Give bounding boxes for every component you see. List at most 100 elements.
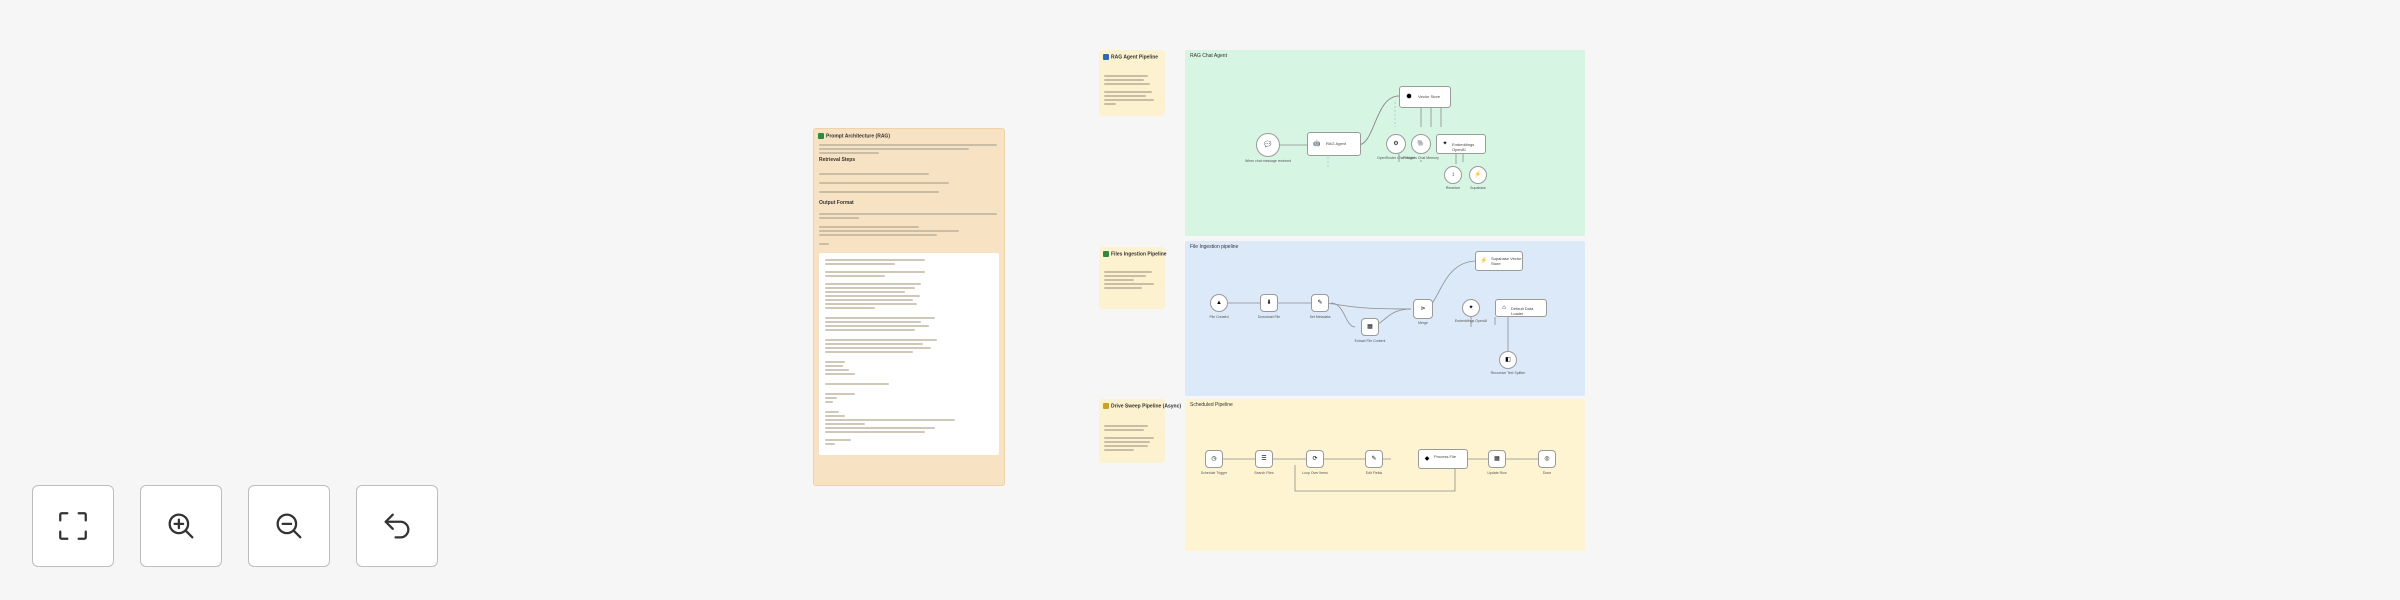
ingestion-pipeline-note[interactable]: Files Ingestion Pipeline <box>1099 247 1167 309</box>
node-label: Download File <box>1257 315 1281 319</box>
reranker-node[interactable]: ↕ <box>1444 166 1462 184</box>
fit-view-icon <box>59 512 87 540</box>
undo-button[interactable] <box>356 485 438 567</box>
update-row-node[interactable]: ▦ <box>1488 450 1506 468</box>
zoom-in-icon <box>168 513 194 539</box>
node-label: Embeddings OpenAI <box>1454 319 1488 323</box>
loop-items-node[interactable]: ⟳ <box>1306 450 1324 468</box>
note-section-heading: Output Format <box>819 200 854 206</box>
edit-fields-node[interactable]: ✎ <box>1365 450 1383 468</box>
done-icon: ◎ <box>1544 456 1550 462</box>
node-label: Done <box>1542 471 1552 475</box>
download-icon: ⬇ <box>1266 300 1272 306</box>
drive-sweep-note[interactable]: Drive Sweep Pipeline (Async) <box>1099 399 1181 463</box>
green-square-icon <box>818 133 824 139</box>
ingest-embeddings-node[interactable]: ✦ <box>1462 299 1480 317</box>
node-label: Recursive Text Splitter <box>1490 371 1526 375</box>
schedule-trigger-node[interactable]: ◷ <box>1205 450 1223 468</box>
done-node[interactable]: ◎ <box>1538 450 1556 468</box>
node-label: RAG Agent <box>1326 141 1347 146</box>
label-note-title-text: Files Ingestion Pipeline <box>1111 251 1167 258</box>
list-icon: ☰ <box>1261 456 1267 462</box>
node-label: Supabase Vector Store <box>1491 256 1522 266</box>
process-icon: ◆ <box>1424 456 1430 462</box>
chat-memory-node[interactable]: 🐘 <box>1411 134 1431 154</box>
model-icon: ⚙ <box>1393 141 1399 147</box>
node-label: When chat message received <box>1244 159 1292 163</box>
supabase-node[interactable]: ⚡ <box>1469 166 1487 184</box>
loop-icon: ⟳ <box>1312 456 1318 462</box>
group-title: File Ingestion pipeline <box>1190 244 1239 250</box>
download-file-node[interactable]: ⬇ <box>1260 294 1278 312</box>
group-scheduled-pipeline[interactable]: Scheduled Pipeline ◷ Schedule Trigger ☰ … <box>1185 399 1585 551</box>
label-note-title-text: RAG Agent Pipeline <box>1111 54 1159 61</box>
edit-icon: ✎ <box>1371 456 1377 462</box>
node-label: Process File <box>1434 454 1457 459</box>
vector-store-icon: ⬢ <box>1406 94 1412 100</box>
node-label: Supabase <box>1470 186 1486 190</box>
note-section-heading: Retrieval Steps <box>819 157 856 163</box>
reranker-icon: ↕ <box>1451 172 1455 178</box>
prompt-code-block <box>819 253 999 455</box>
edit-icon: ✎ <box>1317 300 1323 306</box>
zoom-in-button[interactable] <box>140 485 222 567</box>
yellow-square-icon <box>1103 403 1109 409</box>
vector-store-node[interactable]: ⬢ Vector Store <box>1399 86 1451 108</box>
text-splitter-node[interactable]: ◧ <box>1499 351 1517 369</box>
embeddings-icon: ✦ <box>1468 305 1474 311</box>
set-metadata-node[interactable]: ✎ <box>1311 294 1329 312</box>
data-loader-node[interactable]: ⌂ Default Data Loader <box>1495 299 1547 317</box>
trigger-icon: ▲ <box>1216 300 1222 306</box>
table-icon: ▦ <box>1494 456 1500 462</box>
node-label: Postgres Chat Memory <box>1403 156 1439 160</box>
file-created-node[interactable]: ▲ <box>1210 294 1228 312</box>
merge-icon: ⋗ <box>1420 306 1426 312</box>
note-title-text: Prompt Architecture (RAG) <box>826 133 890 140</box>
node-label: Embeddings OpenAI <box>1452 142 1475 152</box>
node-label: Schedule Trigger <box>1200 471 1228 475</box>
blue-square-icon <box>1103 54 1109 60</box>
clock-icon: ◷ <box>1211 456 1217 462</box>
supabase-store-node[interactable]: ⚡ Supabase Vector Store <box>1475 251 1523 271</box>
rag-connections <box>1256 95 1464 168</box>
memory-icon: 🐘 <box>1417 141 1425 147</box>
table-icon: ▦ <box>1367 324 1373 330</box>
green-square-icon <box>1103 251 1109 257</box>
group-rag-chat-agent[interactable]: RAG Chat Agent 💬 When chat message recei… <box>1185 50 1585 236</box>
rag-agent-node[interactable]: 🤖 RAG Agent <box>1307 132 1361 156</box>
node-label: Vector Store <box>1418 94 1441 99</box>
group-file-ingestion[interactable]: File Ingestion pipeline ▲ File Created ⬇… <box>1185 241 1585 396</box>
node-label: Extract File Content <box>1354 339 1386 343</box>
node-label: Loop Over Items <box>1302 471 1328 475</box>
db-icon: ⚡ <box>1474 172 1482 178</box>
process-file-node[interactable]: ◆ Process File <box>1418 449 1468 469</box>
group-title: RAG Chat Agent <box>1190 53 1227 59</box>
zoom-out-icon <box>276 513 302 539</box>
node-label: File Created <box>1209 315 1229 319</box>
robot-icon: 🤖 <box>1313 141 1321 147</box>
extract-content-node[interactable]: ▦ <box>1361 318 1379 336</box>
label-note-title: RAG Agent Pipeline <box>1103 54 1158 60</box>
embeddings-icon: ✦ <box>1442 141 1448 147</box>
scheduled-connections <box>1211 458 1547 492</box>
undo-icon <box>384 513 410 539</box>
group-title: Scheduled Pipeline <box>1190 402 1233 408</box>
fit-view-button[interactable] <box>32 485 114 567</box>
embeddings-node[interactable]: ✦ Embeddings OpenAI <box>1436 134 1486 154</box>
label-note-title: Drive Sweep Pipeline (Async) <box>1103 403 1181 409</box>
store-icon: ⚡ <box>1480 258 1488 264</box>
prompt-architecture-note[interactable]: Prompt Architecture (RAG) Retrieval Step… <box>813 128 1005 486</box>
merge-node[interactable]: ⋗ <box>1413 299 1433 319</box>
note-title: Prompt Architecture (RAG) <box>818 133 890 139</box>
search-files-node[interactable]: ☰ <box>1255 450 1273 468</box>
node-label: OpenRouter Chat Model <box>1377 156 1415 160</box>
chat-trigger-node[interactable]: 💬 <box>1256 133 1280 157</box>
zoom-out-button[interactable] <box>248 485 330 567</box>
chat-icon: 💬 <box>1264 142 1272 148</box>
label-note-title: Files Ingestion Pipeline <box>1103 251 1167 257</box>
node-label: Default Data Loader <box>1511 306 1534 316</box>
node-label: Update Row <box>1487 471 1507 475</box>
chat-model-node[interactable]: ⚙ <box>1386 134 1406 154</box>
rag-pipeline-note[interactable]: RAG Agent Pipeline <box>1099 50 1165 116</box>
loader-icon: ⌂ <box>1502 305 1506 311</box>
